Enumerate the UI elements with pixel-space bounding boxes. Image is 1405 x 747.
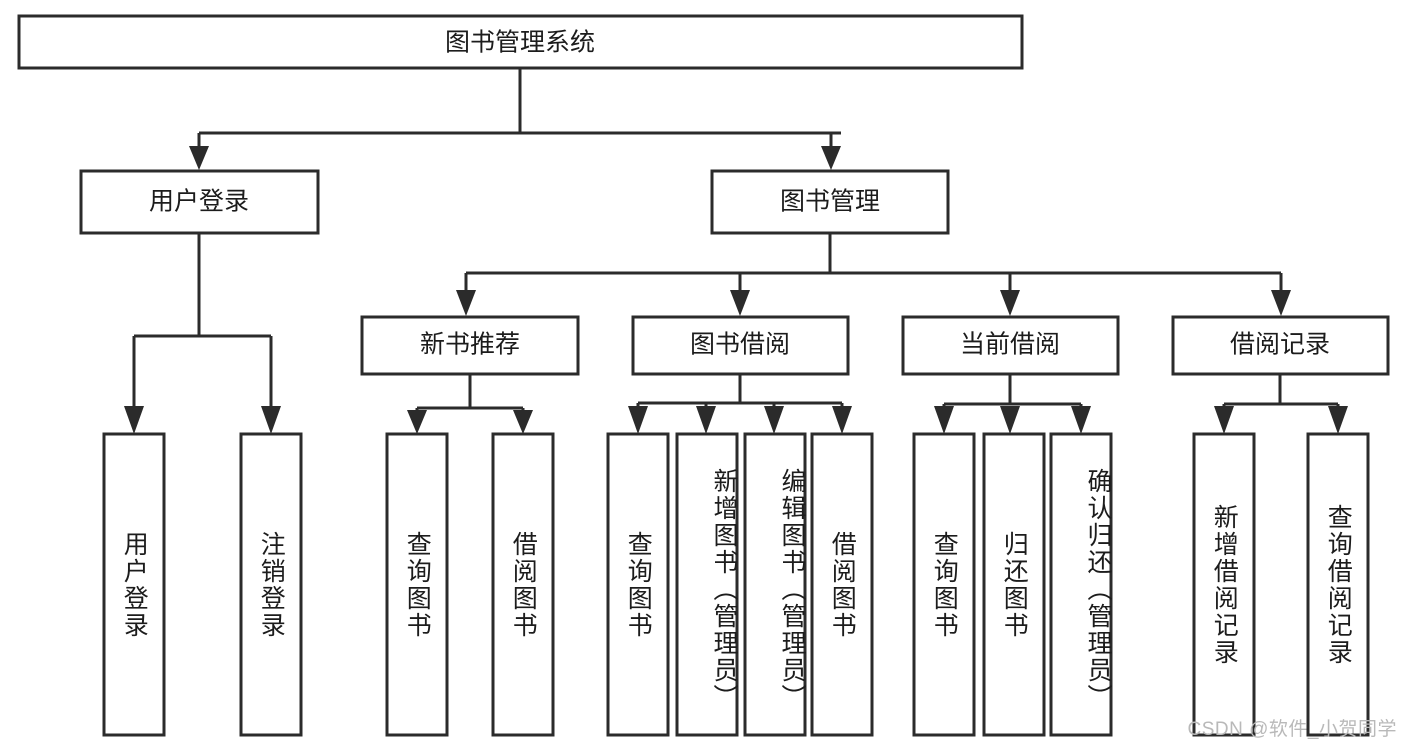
arrow-to-leaf-query-book-1 xyxy=(407,410,427,434)
leaf-box-borrow-book-2[interactable] xyxy=(810,432,874,737)
connector-current-borrow-to-leaves xyxy=(934,374,1091,434)
connector-borrow-records-to-leaves xyxy=(1214,374,1348,434)
root-box-label: 图书管理系统 xyxy=(445,29,595,57)
arrow-to-book-borrow xyxy=(730,290,750,316)
arrow-to-leaf-edit-book xyxy=(764,406,784,434)
node-root[interactable]: 图书管理系统 xyxy=(17,14,1024,70)
leaf-box-borrow-book-1[interactable] xyxy=(491,432,555,737)
arrow-to-leaf-add-record xyxy=(1214,406,1234,434)
leaf-box-query-book-1[interactable] xyxy=(385,432,449,737)
arrow-to-user-login xyxy=(189,146,209,170)
arrow-to-leaf-add-book xyxy=(696,406,716,434)
leaf-box-add-record[interactable] xyxy=(1192,432,1256,737)
leaf-box-user-login[interactable] xyxy=(102,432,166,737)
arrow-to-book-management xyxy=(821,146,841,170)
arrow-to-leaf-confirm-return xyxy=(1071,406,1091,434)
node-user-login[interactable]: 用户登录 xyxy=(79,169,320,235)
connector-root-to-level2 xyxy=(189,68,841,170)
leaf-box-edit-book[interactable] xyxy=(743,432,807,737)
node-new-book-recommend[interactable]: 新书推荐 xyxy=(360,315,580,376)
node-borrow-records[interactable]: 借阅记录 xyxy=(1171,315,1390,376)
root-box-rect xyxy=(17,14,1024,70)
user-login-box-rect xyxy=(79,169,320,235)
arrow-to-leaf-borrow-book-2 xyxy=(832,406,852,434)
leaf-box-return-book[interactable] xyxy=(982,432,1046,737)
arrow-to-leaf-logout xyxy=(261,406,281,434)
arrow-to-current-borrow xyxy=(1000,290,1020,316)
node-current-borrow[interactable]: 当前借阅 xyxy=(901,315,1120,376)
arrow-to-leaf-query-record xyxy=(1328,406,1348,434)
arrow-to-leaf-query-book-2 xyxy=(628,406,648,434)
current-borrow-box-label: 当前借阅 xyxy=(960,331,1060,359)
current-borrow-box-rect xyxy=(901,315,1120,376)
leaf-box-confirm-return[interactable] xyxy=(1049,432,1113,737)
new-book-recommend-box-label: 新书推荐 xyxy=(420,331,520,359)
leaf-box-query-record[interactable] xyxy=(1306,432,1370,737)
leaf-box-query-book-3[interactable] xyxy=(912,432,976,737)
leaf-box-add-book[interactable] xyxy=(675,432,739,737)
connector-book-borrow-to-leaves xyxy=(628,374,852,434)
csdn-watermark: CSDN @软件_小贺同学 xyxy=(1187,719,1397,740)
connector-user-login-to-leaves xyxy=(124,233,281,434)
borrow-records-box-label: 借阅记录 xyxy=(1230,331,1330,359)
arrow-to-borrow-records xyxy=(1271,290,1291,316)
new-book-recommend-box-rect xyxy=(360,315,580,376)
connector-book-management-to-level3 xyxy=(456,233,1291,316)
leaf-box-query-book-2[interactable] xyxy=(606,432,670,737)
arrow-to-leaf-return-book xyxy=(1000,406,1020,434)
connector-new-book-recommend-to-leaves xyxy=(407,374,533,434)
arrow-to-new-book-recommend xyxy=(456,290,476,316)
book-borrow-box-label: 图书借阅 xyxy=(690,331,790,359)
book-management-box-label: 图书管理 xyxy=(780,188,880,216)
user-login-box-label: 用户登录 xyxy=(149,188,249,216)
arrow-to-leaf-user-login xyxy=(124,406,144,434)
leaf-box-logout[interactable] xyxy=(239,432,303,737)
node-book-borrow[interactable]: 图书借阅 xyxy=(631,315,850,376)
arrow-to-leaf-query-book-3 xyxy=(934,406,954,434)
node-book-management[interactable]: 图书管理 xyxy=(710,169,950,235)
arrow-to-leaf-borrow-book-1 xyxy=(513,410,533,434)
